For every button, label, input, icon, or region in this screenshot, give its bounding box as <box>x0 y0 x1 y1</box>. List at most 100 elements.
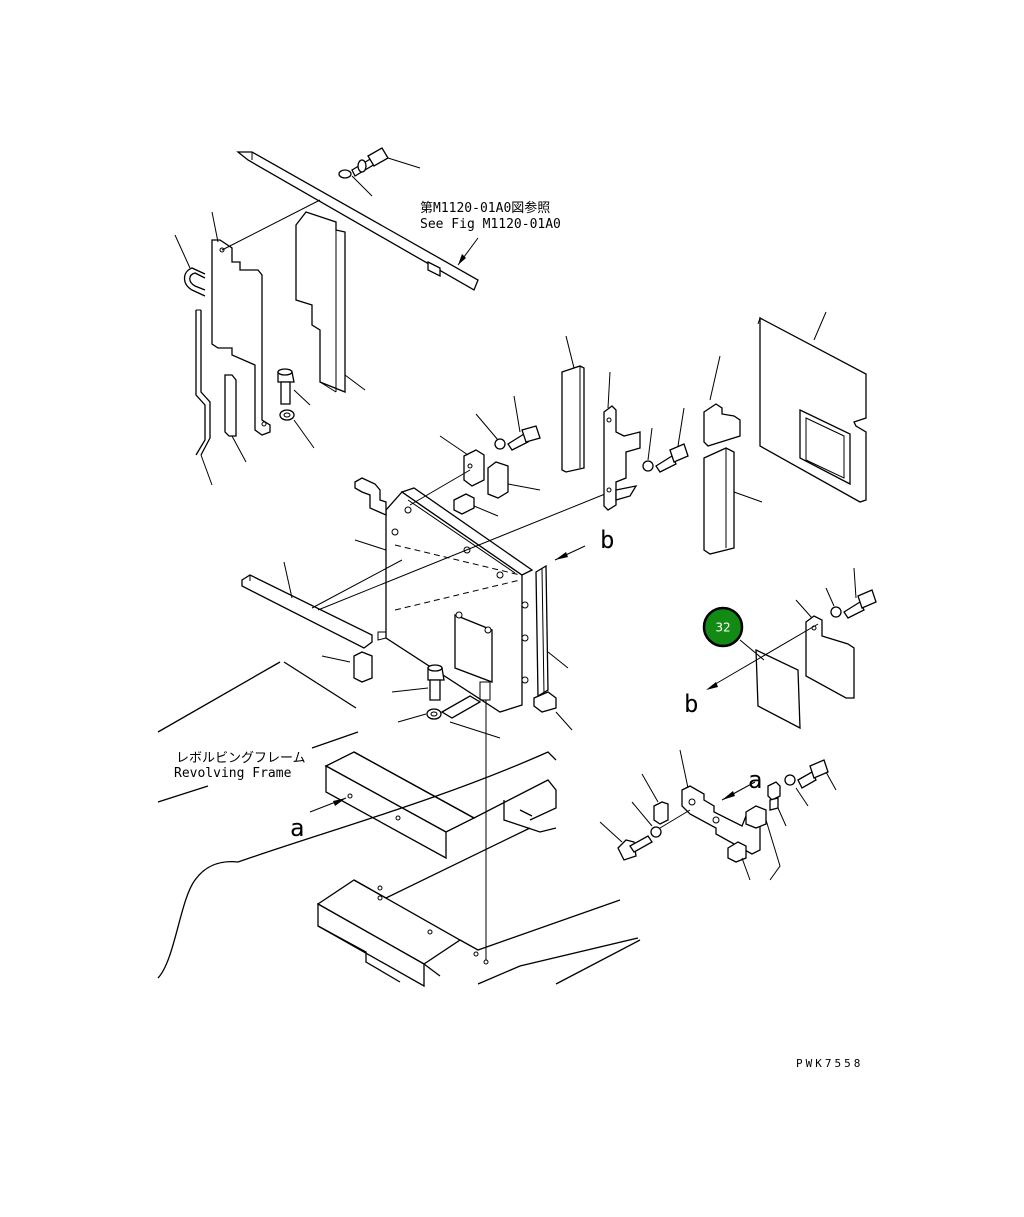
leader-line <box>599 821 623 843</box>
leader-line <box>513 395 521 433</box>
bolt-right-mid <box>830 589 877 619</box>
leader-line <box>733 491 763 503</box>
leader-line <box>607 371 611 409</box>
leader-line <box>741 819 781 881</box>
leader-line <box>795 787 809 807</box>
sponge-l-shape <box>703 403 741 447</box>
view-a-arrowhead-frame <box>333 798 346 806</box>
small-bracket-lower <box>353 651 373 683</box>
view-b-label-right: b <box>684 690 698 718</box>
leader-line <box>547 651 569 669</box>
bolt-left <box>277 368 295 421</box>
block-small-right <box>653 801 669 825</box>
leader-line <box>677 407 685 447</box>
leader-line <box>709 355 721 401</box>
view-a-label-frame: a <box>290 814 304 842</box>
u-clip <box>183 267 206 297</box>
callout-badge-32[interactable]: 32 <box>702 606 744 648</box>
vertical-bracket-right <box>603 405 641 511</box>
leader-line <box>555 711 573 731</box>
leader-line <box>473 505 499 517</box>
leader-line <box>507 483 541 491</box>
assembly-line <box>659 809 691 829</box>
leader-line <box>200 454 213 486</box>
left-bracket-plate <box>211 239 271 436</box>
leader-line <box>293 389 311 406</box>
inner-seal-strip <box>224 374 237 437</box>
tall-sponge <box>295 211 346 393</box>
leader-line <box>211 211 219 243</box>
bolt-center <box>426 664 445 720</box>
bolt-right-lower <box>784 759 829 789</box>
block-mid <box>487 461 509 499</box>
small-block-right <box>533 691 557 713</box>
bolt-mid <box>494 425 541 451</box>
leader-line <box>631 801 653 827</box>
leader-line <box>565 335 575 369</box>
leader-line <box>449 721 501 739</box>
mid-bracket <box>463 449 485 487</box>
leader-line <box>475 413 499 441</box>
block-small <box>453 493 475 515</box>
leader-line <box>391 687 429 693</box>
leader-line <box>641 773 659 803</box>
leader-line <box>853 567 857 599</box>
view-a-label-right: a <box>748 766 762 794</box>
leader-line <box>795 599 813 619</box>
leader-line <box>397 713 427 723</box>
view-b-label-top: b <box>600 526 614 554</box>
sponge-rect-upper <box>561 365 585 473</box>
view-b-arrowhead <box>555 552 568 560</box>
frame-label-jp: レボルビングフレーム <box>176 751 306 766</box>
mount-plate-bottom <box>440 695 482 719</box>
leader-line <box>293 419 315 449</box>
callout-number: 32 <box>715 621 730 635</box>
leader-line <box>354 539 387 551</box>
leader-line <box>777 807 787 827</box>
leader-line <box>344 374 366 391</box>
hidden-outline <box>394 544 521 611</box>
leader-line <box>221 199 321 251</box>
leader-line <box>647 427 653 461</box>
plate-right-mid <box>805 615 855 699</box>
left-seal-strip <box>195 309 211 456</box>
leader-line <box>439 435 469 456</box>
vertical-rail <box>535 564 549 698</box>
leader-line <box>825 587 835 607</box>
leader-line <box>679 749 689 789</box>
leader-line <box>813 311 827 341</box>
sponge-tall-right <box>703 447 735 555</box>
view-b-arrowhead-2 <box>706 682 718 690</box>
long-bottom-bar <box>241 574 373 649</box>
leader-line <box>825 771 837 791</box>
block-pair-right <box>727 805 767 863</box>
leader-line <box>351 175 373 197</box>
leader-line <box>387 157 421 169</box>
leader-line <box>231 435 247 463</box>
assembly-line <box>317 491 611 611</box>
reference-text-en: See Fig M1120-01A0 <box>420 217 561 232</box>
controller-box <box>377 487 534 713</box>
bolt-right-upper <box>642 443 689 473</box>
leader-line <box>739 639 765 661</box>
leader-line <box>174 234 191 269</box>
assembly-line <box>409 469 471 506</box>
assembly-line <box>711 623 819 687</box>
bolt-top <box>338 147 389 179</box>
small-clip-right <box>767 781 781 811</box>
frame-label-en: Revolving Frame <box>174 766 292 781</box>
leader-line <box>311 559 403 609</box>
bolt-lower-left-of-bracket <box>617 826 662 861</box>
top-cover-strip <box>236 151 479 291</box>
cover-panel-large <box>757 316 867 503</box>
leader-line <box>283 561 293 599</box>
reference-arrowhead <box>458 254 466 265</box>
label-sheet <box>755 648 801 730</box>
drawing-code: PWK7558 <box>796 1057 863 1070</box>
small-bracket-top <box>354 477 387 516</box>
callout-circle <box>702 606 744 648</box>
revolving-frame <box>157 661 641 988</box>
reference-text-jp: 第M1120-01A0図参照 <box>420 200 550 216</box>
leader-line <box>321 655 351 663</box>
